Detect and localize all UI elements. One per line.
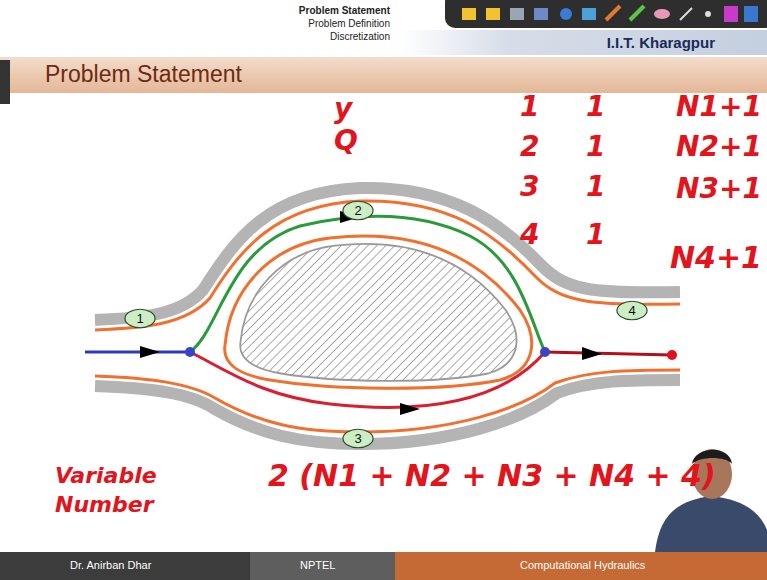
nav-item: Discretization <box>330 31 390 42</box>
handwritten-number: 4 <box>520 218 539 251</box>
toolbar <box>445 0 767 28</box>
handwritten-number: 1 <box>586 130 605 163</box>
handwritten-note: N1+1 <box>676 90 762 123</box>
island <box>225 236 532 388</box>
handwritten-number: 1 <box>520 90 539 123</box>
frame-title: Problem Statement <box>45 61 242 88</box>
header-band <box>400 30 767 55</box>
reach-number-ellipse: 4 <box>616 300 648 321</box>
junction-dot <box>540 347 550 357</box>
junction-dot <box>185 347 195 357</box>
footer-source: NPTEL <box>300 559 335 571</box>
handwritten-note: N3+1 <box>676 172 762 205</box>
reach-number: 1 <box>124 311 156 326</box>
flow-arrows <box>140 211 602 415</box>
handwritten-number: 2 <box>520 130 539 163</box>
handwritten-formula: 2 (N1 + N2 + N3 + N4 + 4) <box>268 458 716 493</box>
handwritten-note: N2+1 <box>676 130 762 163</box>
outlet-dot <box>667 350 677 360</box>
toolbar-icons <box>462 6 758 22</box>
institute-name: I.I.T. Kharagpur <box>607 34 715 51</box>
handwritten-number: 3 <box>520 170 539 203</box>
handwritten-number: 1 <box>586 170 605 203</box>
flow-lines <box>85 217 672 408</box>
handwritten-number: 1 <box>586 90 605 123</box>
handwritten-number: 1 <box>586 218 605 251</box>
handwritten-note: y <box>334 92 352 125</box>
reach-number-ellipse: 3 <box>342 428 374 449</box>
side-tab <box>0 60 10 104</box>
handwritten-note: Q <box>334 124 358 157</box>
reach-number: 3 <box>342 431 374 446</box>
reach-number-ellipse: 2 <box>342 200 374 221</box>
footer-left <box>0 552 250 580</box>
handwritten-note: Variable Number <box>55 462 185 519</box>
footer-middle <box>250 552 395 580</box>
reach-number-ellipse: 1 <box>124 308 156 329</box>
nav-item: Problem Definition <box>308 18 390 29</box>
reach-number: 2 <box>342 203 374 218</box>
footer-author: Dr. Anirban Dhar <box>70 559 151 571</box>
handwritten-note: N4+1 <box>670 240 762 275</box>
title-bar <box>0 57 767 93</box>
footer-course: Computational Hydraulics <box>520 559 645 571</box>
reach-number: 4 <box>616 303 648 318</box>
nav-item: Problem Statement <box>299 5 390 16</box>
channel <box>95 188 680 444</box>
footer-right <box>395 552 767 580</box>
